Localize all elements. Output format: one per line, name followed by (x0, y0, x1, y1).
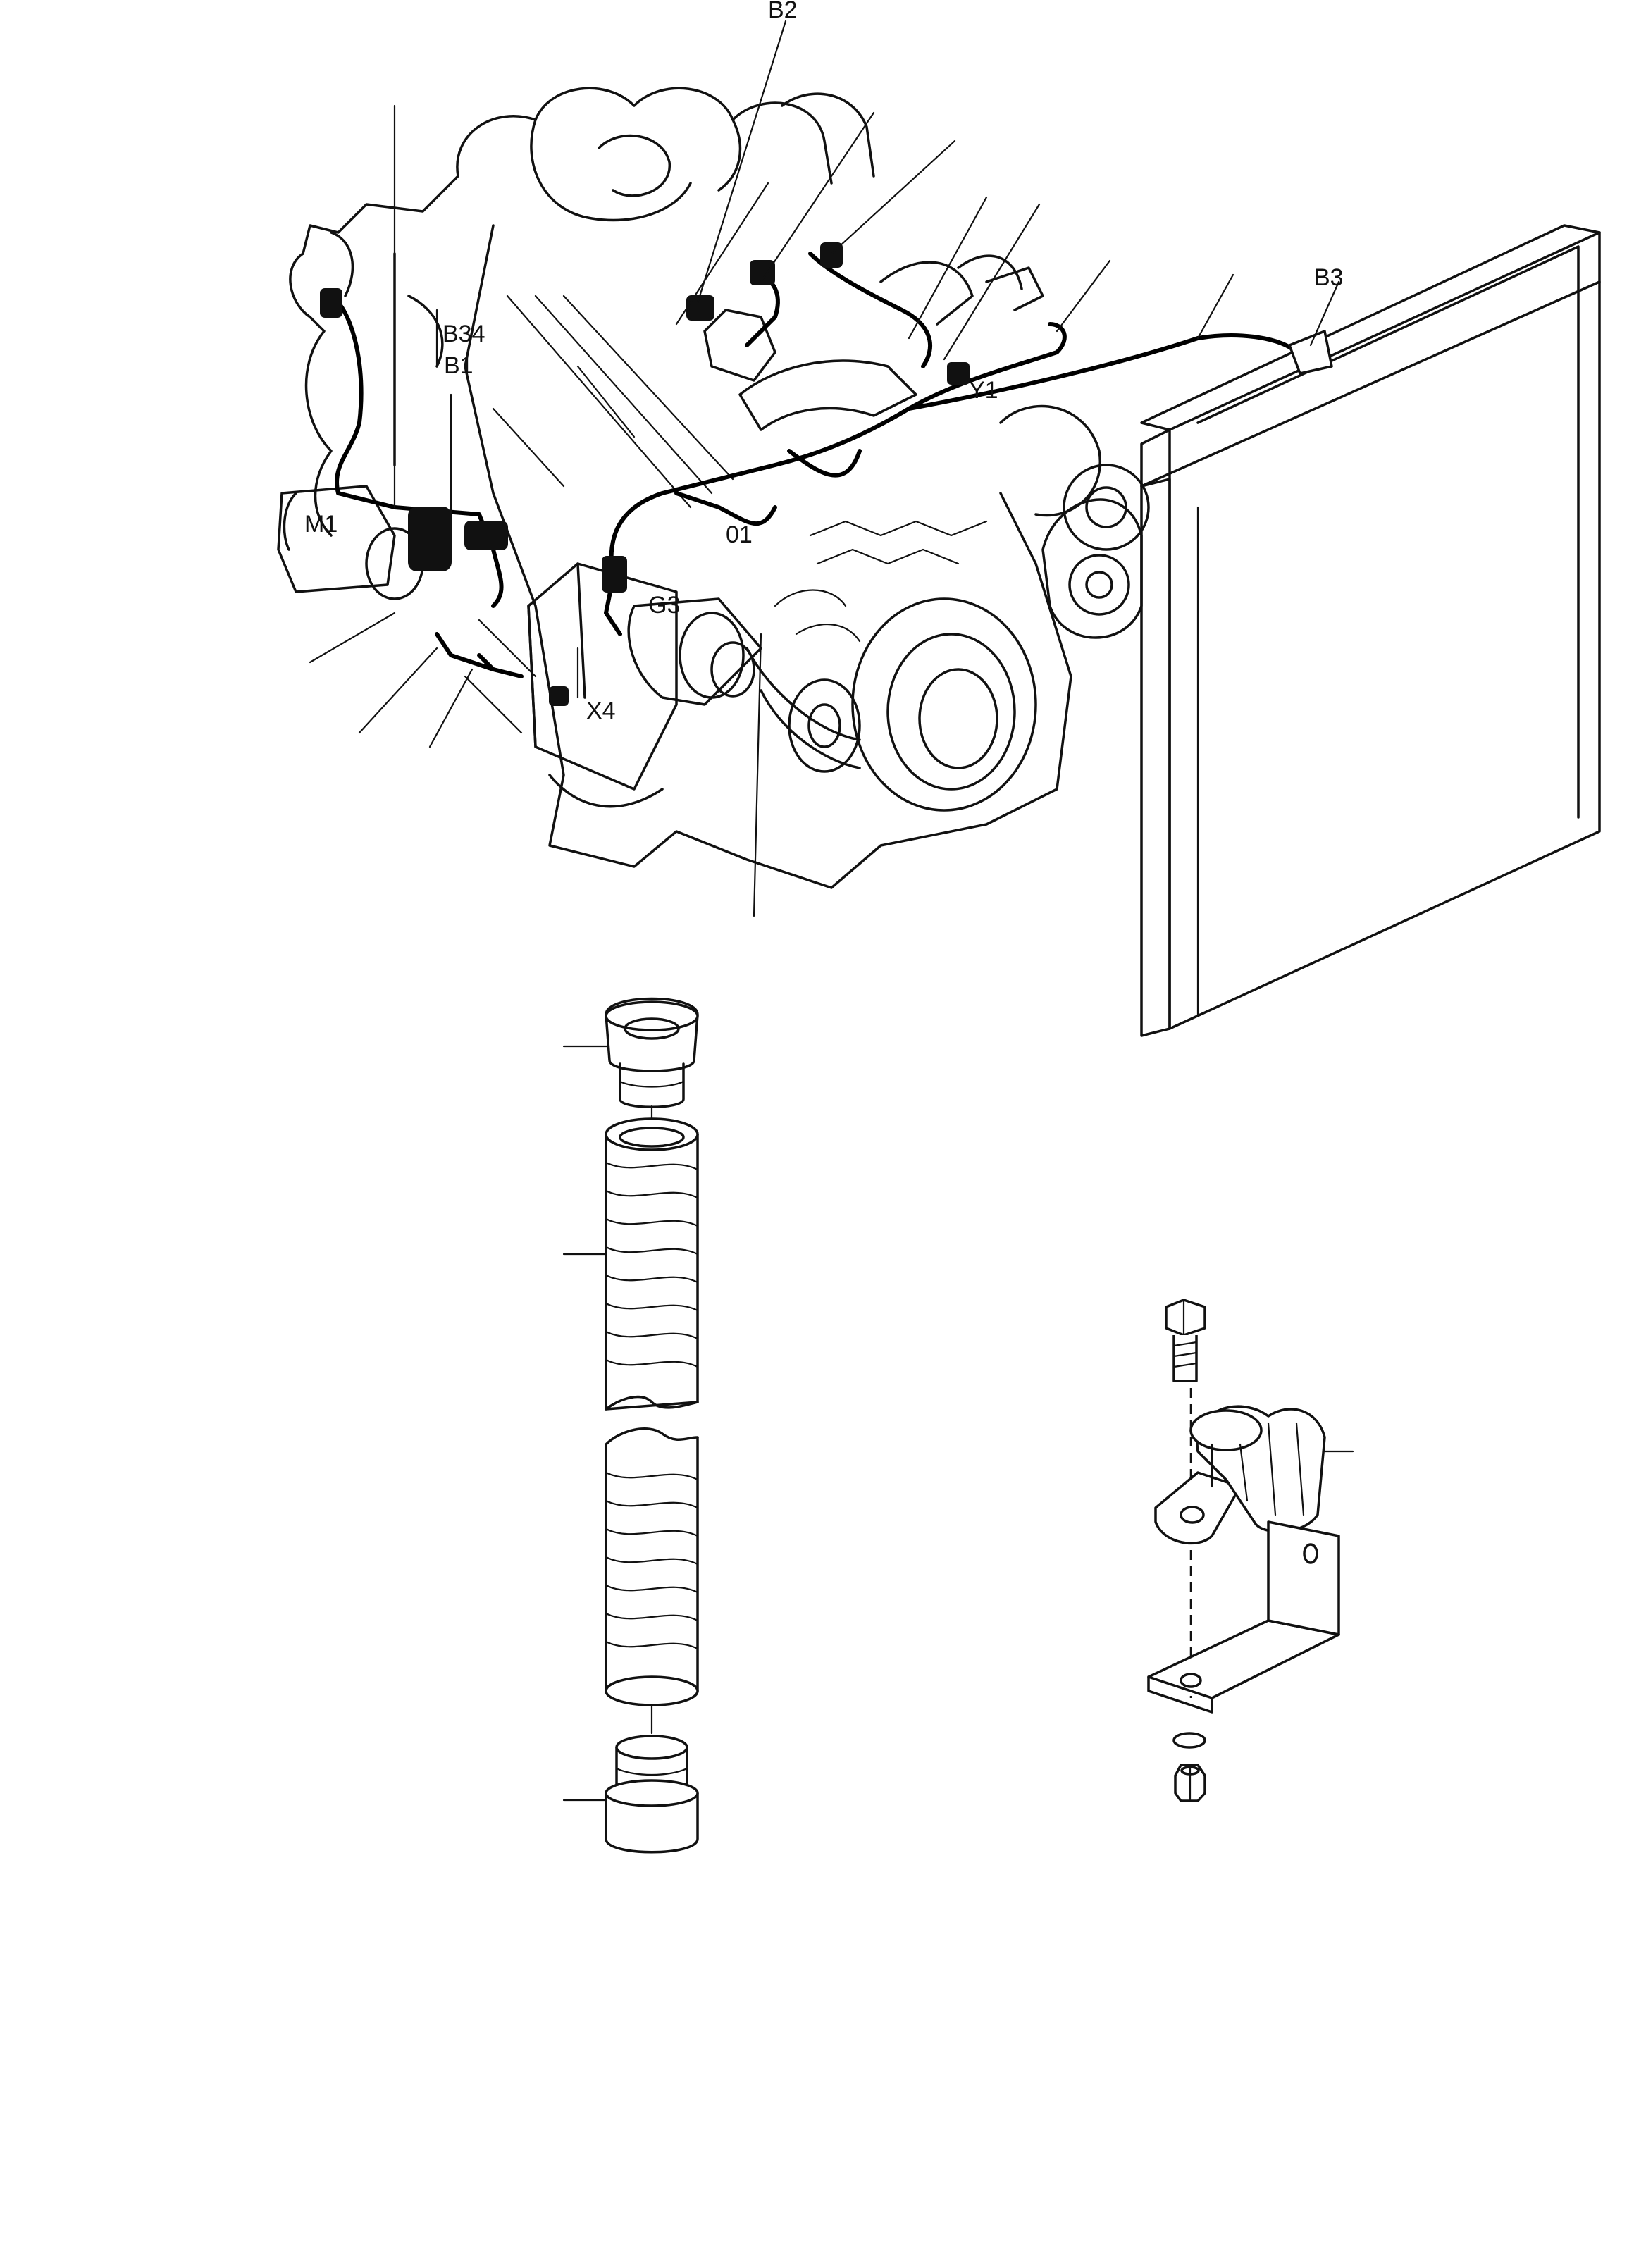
radiator (1140, 224, 1601, 1037)
label-b3: B3 (1314, 264, 1344, 291)
angle-bracket (1147, 1520, 1340, 1714)
hose-end-cap-top (562, 997, 699, 1108)
corrugated-hose-lower (605, 1427, 699, 1706)
hose-end-cap-bottom (562, 1735, 699, 1854)
cushion-clamp (1154, 1405, 1354, 1545)
leader-lines (309, 20, 1340, 917)
label-g3: G3 (648, 592, 680, 619)
label-x4: X4 (586, 698, 616, 724)
component-labels: B2 B3 B34 B1 Y1 M1 01 G3 X4 (304, 0, 1344, 724)
wiring-harness (320, 242, 1333, 706)
label-01: 01 (726, 521, 753, 548)
label-m1: M1 (304, 511, 338, 538)
label-b34: B34 (442, 321, 485, 347)
engine-block (277, 87, 1150, 889)
corrugated-hose-upper (562, 1117, 699, 1411)
bolt (1165, 1299, 1206, 1382)
label-y1: Y1 (969, 377, 998, 404)
label-b1: B1 (444, 352, 474, 379)
washer-and-nut (1172, 1732, 1206, 1802)
label-b2: B2 (768, 0, 798, 23)
